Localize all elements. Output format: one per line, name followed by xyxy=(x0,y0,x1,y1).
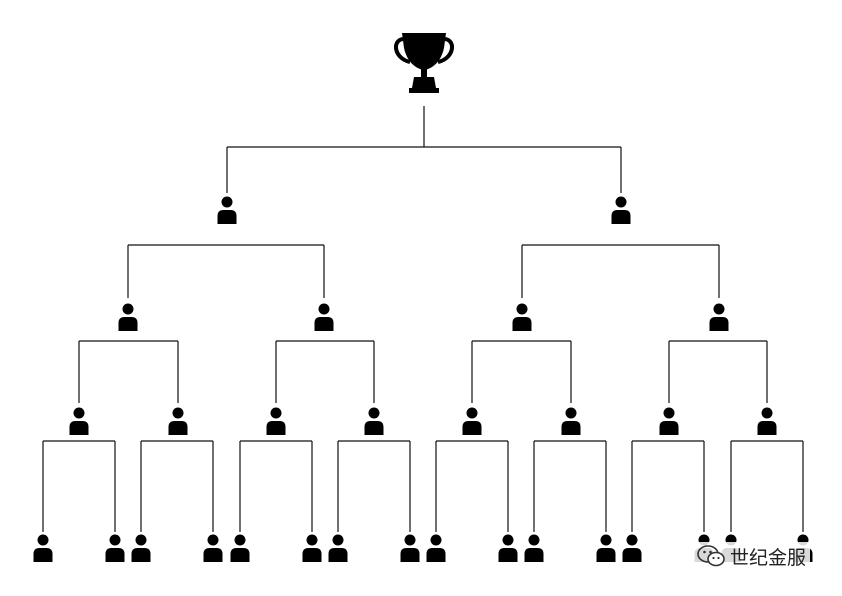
person-icon xyxy=(131,534,151,562)
person-icon xyxy=(33,534,53,562)
person-icon xyxy=(596,534,616,562)
person-icon xyxy=(512,303,532,331)
person-icon xyxy=(659,407,679,435)
wechat-icon xyxy=(697,545,725,567)
person-icon xyxy=(105,534,125,562)
person-icon xyxy=(69,407,89,435)
person-icon xyxy=(314,303,334,331)
trophy-icon xyxy=(394,33,454,93)
person-icon xyxy=(328,534,348,562)
person-icon xyxy=(302,534,322,562)
person-icon xyxy=(400,534,420,562)
watermark-text: 世纪金服 xyxy=(730,546,807,569)
person-icon xyxy=(217,196,237,224)
person-icon xyxy=(709,303,729,331)
person-icon xyxy=(622,534,642,562)
watermark: 世纪金服 xyxy=(692,542,811,570)
person-icon xyxy=(426,534,446,562)
person-icon xyxy=(118,303,138,331)
person-icon xyxy=(203,534,223,562)
person-icon xyxy=(230,534,250,562)
bracket-nodes xyxy=(33,196,813,562)
person-icon xyxy=(524,534,544,562)
person-icon xyxy=(757,407,777,435)
bracket-lines xyxy=(42,106,804,532)
person-icon xyxy=(266,407,286,435)
person-icon xyxy=(364,407,384,435)
person-icon xyxy=(462,407,482,435)
person-icon xyxy=(561,407,581,435)
person-icon xyxy=(498,534,518,562)
person-icon xyxy=(168,407,188,435)
person-icon xyxy=(611,196,631,224)
